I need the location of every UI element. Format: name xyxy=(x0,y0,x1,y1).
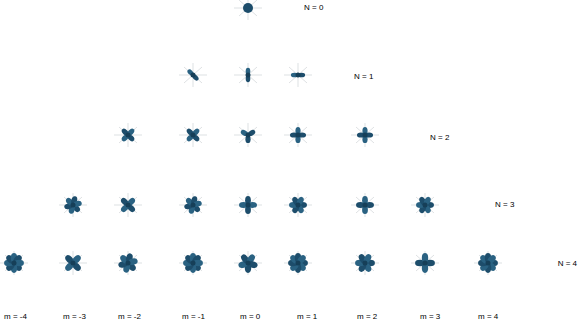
harmonic-shape xyxy=(179,63,207,87)
order-label: m = -3 xyxy=(63,312,86,322)
axis-line xyxy=(239,197,257,213)
axis-line xyxy=(289,67,307,83)
harmonic-shape xyxy=(234,193,262,217)
axis-line xyxy=(356,127,374,143)
axis-line xyxy=(119,197,137,213)
harmonic-shape xyxy=(59,251,87,275)
order-label: m = -1 xyxy=(182,312,205,322)
core xyxy=(486,261,491,266)
axis-line xyxy=(356,197,374,213)
axis-line xyxy=(184,67,202,83)
degree-label: N = 3 xyxy=(495,200,514,210)
axis-line xyxy=(356,127,374,143)
lobe xyxy=(71,254,82,265)
harmonic-shape xyxy=(179,251,207,275)
core xyxy=(363,133,368,138)
harmonic-shape xyxy=(234,251,262,275)
axis-line xyxy=(239,197,257,213)
harmonic-shape xyxy=(234,123,262,147)
core xyxy=(126,133,131,138)
axis-line xyxy=(239,0,257,16)
harmonic-shape xyxy=(114,123,142,147)
axis-line xyxy=(289,127,307,143)
order-label: m = 1 xyxy=(297,312,317,322)
degree-label: N = 0 xyxy=(304,3,323,13)
harmonic-shape xyxy=(114,193,142,217)
harmonic-shape xyxy=(234,63,262,87)
harmonic-shape xyxy=(59,193,87,217)
order-label: m = 3 xyxy=(420,312,440,322)
axis-line xyxy=(239,67,257,83)
axis-line xyxy=(289,67,307,83)
harmonic-shape xyxy=(411,251,439,275)
axis-line xyxy=(239,67,257,83)
harmonic-shape xyxy=(284,193,312,217)
core xyxy=(296,261,301,266)
order-label: m = -2 xyxy=(118,312,141,322)
core xyxy=(363,261,368,266)
harmonic-shape xyxy=(179,123,207,147)
degree-label: N = 1 xyxy=(354,72,373,82)
core xyxy=(296,133,301,138)
axis-line xyxy=(184,127,202,143)
axis-line xyxy=(119,197,137,213)
core xyxy=(71,203,76,208)
core xyxy=(191,203,196,208)
harmonic-shape xyxy=(351,251,379,275)
order-label: m = 0 xyxy=(240,312,260,322)
lobe xyxy=(486,254,497,265)
axis-line xyxy=(119,127,137,143)
harmonic-shape xyxy=(411,193,439,217)
lobe xyxy=(243,3,253,13)
order-label: m = -4 xyxy=(4,312,27,322)
axis-line xyxy=(184,127,202,143)
harmonic-shape xyxy=(284,123,312,147)
lobe xyxy=(126,197,136,207)
harmonic-shape xyxy=(179,193,207,217)
harmonic-shape xyxy=(474,251,502,275)
axis-line xyxy=(184,67,202,83)
harmonic-shape xyxy=(234,0,262,20)
core xyxy=(423,203,428,208)
core xyxy=(191,133,196,138)
core xyxy=(246,133,251,138)
harmonic-shape xyxy=(351,193,379,217)
lobe xyxy=(296,254,307,265)
axis-line xyxy=(289,127,307,143)
core xyxy=(12,261,17,266)
lobe xyxy=(126,127,135,136)
axis-line xyxy=(356,197,374,213)
core xyxy=(126,261,131,266)
core xyxy=(296,73,301,78)
lobe xyxy=(191,127,200,136)
core xyxy=(191,73,196,78)
harmonic-shape xyxy=(284,251,312,275)
core xyxy=(246,73,251,78)
core xyxy=(246,203,251,208)
degree-label: N = 2 xyxy=(430,133,449,143)
harmonic-shape xyxy=(351,123,379,147)
order-label: m = 2 xyxy=(357,312,377,322)
core xyxy=(423,261,428,266)
harmonic-shape xyxy=(284,63,312,87)
degree-label: N = 4 xyxy=(558,259,577,269)
core xyxy=(191,261,196,266)
axis-line xyxy=(239,127,257,143)
core xyxy=(71,261,76,266)
axis-line xyxy=(239,0,257,16)
harmonic-shape xyxy=(0,251,28,275)
axis-line xyxy=(119,127,137,143)
core xyxy=(246,261,251,266)
order-label: m = 4 xyxy=(478,312,498,322)
core xyxy=(296,203,301,208)
core xyxy=(363,203,368,208)
axis-line xyxy=(239,127,257,143)
core xyxy=(126,203,131,208)
harmonic-shape xyxy=(114,251,142,275)
